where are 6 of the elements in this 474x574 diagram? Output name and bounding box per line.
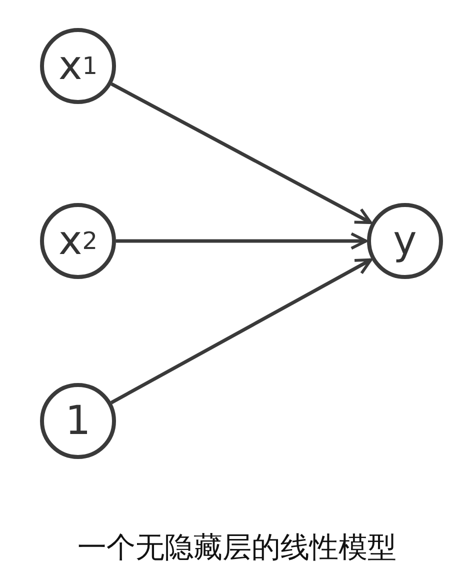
arrow xyxy=(110,258,372,404)
arrow xyxy=(116,232,368,250)
caption: 一个无隐藏层的线性模型 xyxy=(76,529,398,566)
neuron-circle: y xyxy=(367,203,443,279)
arrow xyxy=(110,82,372,224)
neuron-circle: 1 xyxy=(40,383,116,459)
